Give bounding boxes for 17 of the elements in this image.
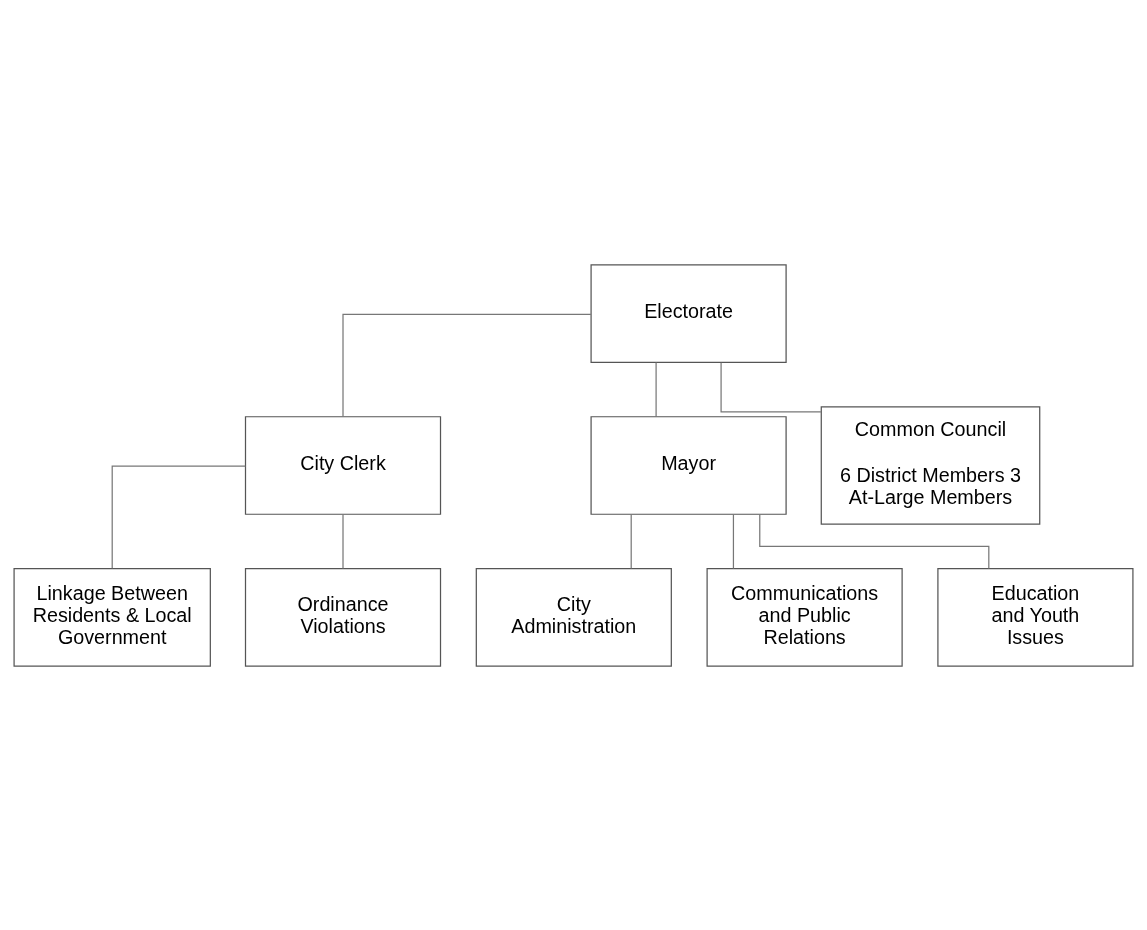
- node-box: Common Council 6 District Members 3 At-Large Members: [820, 405, 1041, 525]
- connector: [655, 361, 657, 417]
- node-box: Linkage Between Residents & Local Government: [13, 567, 211, 667]
- node-box: Ordinance Violations: [244, 567, 442, 667]
- node-box: Mayor: [590, 415, 787, 515]
- node-box: City Administration: [475, 567, 672, 667]
- node-box: Communications and Public Relations: [706, 567, 903, 667]
- node-box: Electorate: [590, 263, 787, 363]
- connector: [342, 513, 344, 569]
- connector: [111, 465, 247, 569]
- connector: [759, 513, 990, 569]
- node-box: Education and Youth Issues: [937, 567, 1134, 667]
- connector: [342, 313, 592, 417]
- connector: [630, 513, 632, 569]
- connector: [720, 361, 822, 412]
- node-box: City Clerk: [244, 415, 442, 515]
- connector: [732, 513, 735, 569]
